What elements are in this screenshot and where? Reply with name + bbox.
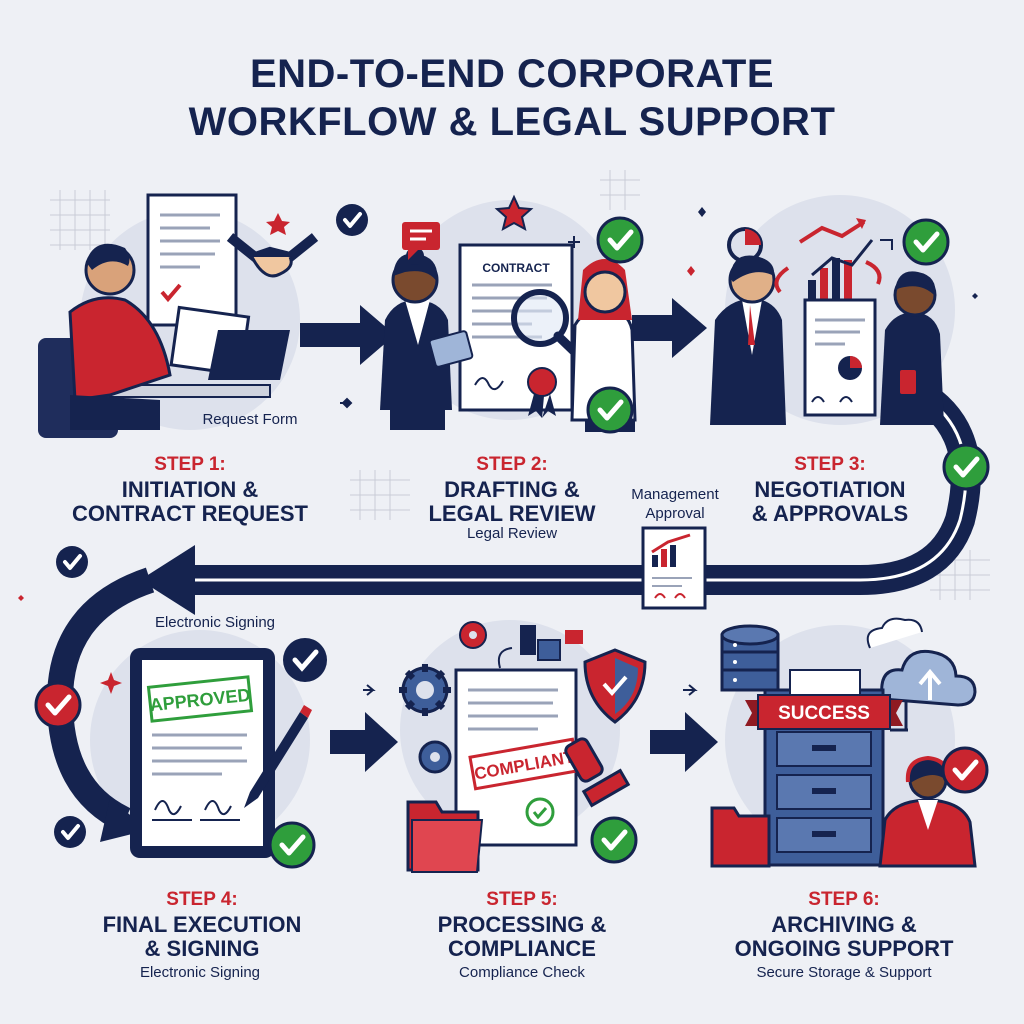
star-icon	[494, 194, 534, 231]
gear-icon	[418, 740, 452, 774]
handshake-icon	[226, 233, 319, 278]
gear-icon	[399, 664, 451, 716]
step1-title-line1: INITIATION &	[121, 477, 259, 502]
cloud-upload-icon	[880, 649, 977, 707]
person-navy-woman	[380, 247, 474, 430]
support-agent	[878, 755, 977, 868]
step1-scene	[38, 193, 370, 438]
step6-scene: SUCCESS	[710, 617, 987, 868]
step1-title-line2: CONTRACT REQUEST	[72, 501, 308, 526]
step5-caption: Compliance Check	[459, 964, 585, 981]
step4-caption: Electronic Signing	[139, 964, 261, 981]
database-icon	[720, 624, 780, 692]
step5-title-line1: PROCESSING &	[437, 912, 607, 937]
step4-scene: APPROVED	[18, 544, 327, 867]
check-icon	[270, 823, 314, 867]
step4-title-line2: & SIGNING	[144, 936, 260, 961]
arrow-step5-to-6	[650, 712, 718, 772]
step1-label: STEP 1:	[154, 454, 226, 475]
pen-icon	[244, 705, 312, 808]
electronic-signing-connector-label: Electronic Signing	[154, 614, 276, 631]
step4-label: STEP 4:	[166, 889, 238, 910]
contract-heading: CONTRACT	[482, 261, 550, 275]
gear-icon	[459, 621, 487, 649]
step2-title-line2: LEGAL REVIEW	[428, 501, 596, 526]
person-red-sweater	[68, 296, 172, 402]
rubber-stamp-icon	[564, 737, 631, 808]
check-icon	[904, 220, 948, 264]
success-banner-text: SUCCESS	[778, 703, 870, 724]
step2-label: STEP 2:	[476, 454, 548, 475]
laptop	[208, 330, 290, 380]
check-icon	[943, 748, 987, 792]
page-title-line1: END-TO-END CORPORATE	[249, 52, 775, 96]
folder-icon	[710, 806, 771, 868]
check-icon	[588, 388, 632, 432]
person-businessman	[710, 255, 786, 425]
step3-title-line1: NEGOTIATION	[754, 477, 906, 502]
step3-label: STEP 3:	[794, 454, 866, 475]
management-approval-document	[641, 526, 707, 610]
step2-caption: Legal Review	[466, 525, 558, 542]
step5-scene: COMPLIANT	[399, 621, 647, 873]
check-icon	[36, 683, 80, 727]
step6-caption: Secure Storage & Support	[756, 964, 932, 981]
arrow-step4-to-5	[330, 712, 398, 772]
step6-title-line2: ONGOING SUPPORT	[734, 936, 954, 961]
person-businesswoman	[880, 271, 944, 425]
step3-title-line2: & APPROVALS	[751, 501, 909, 526]
step6-title-line1: ARCHIVING &	[771, 912, 917, 937]
step4-title-line1: FINAL EXECUTION	[102, 912, 302, 937]
chat-bubble-icon	[402, 222, 440, 250]
success-banner: SUCCESS	[745, 694, 903, 730]
step5-title-line2: COMPLIANCE	[448, 936, 596, 961]
step3-scene	[687, 207, 988, 489]
step2-scene: CONTRACT	[380, 194, 642, 432]
request-form-document	[146, 193, 238, 327]
step5-label: STEP 5:	[486, 889, 558, 910]
management-approval-line2: Approval	[645, 505, 705, 522]
step2-title-line1: DRAFTING &	[444, 477, 580, 502]
arrow-step2-to-3	[632, 298, 707, 358]
grid-decoration	[50, 170, 990, 600]
step1-caption: Request Form	[202, 411, 298, 428]
seal-icon	[527, 367, 557, 397]
page-title-line2: WORKFLOW & LEGAL SUPPORT	[188, 100, 836, 144]
check-icon	[592, 818, 636, 862]
step6-label: STEP 6:	[808, 889, 880, 910]
arrow-step1-to-2	[300, 305, 395, 365]
management-approval-line1: Management	[631, 486, 719, 503]
check-icon	[598, 218, 642, 262]
shield-icon	[583, 648, 647, 724]
folder-icon	[406, 800, 484, 873]
